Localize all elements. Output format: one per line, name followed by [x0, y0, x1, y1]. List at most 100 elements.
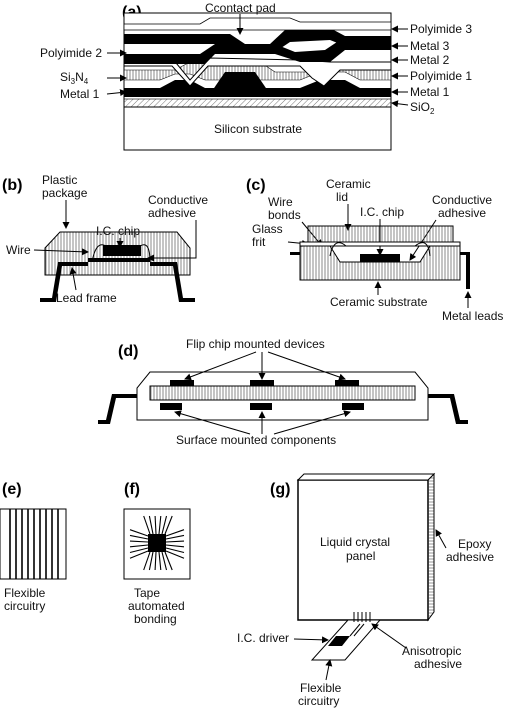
- arrow-metal1-left: [106, 89, 127, 97]
- substrate-d: [149, 385, 416, 401]
- arrow-flip-3: [267, 351, 346, 381]
- label-metal-leads: Metal leads: [442, 309, 503, 323]
- panel-b-tag: (b): [2, 177, 22, 194]
- lcd-top-edge: [296, 473, 436, 481]
- via-metal: [210, 72, 270, 94]
- lead-d-left: [98, 394, 137, 424]
- label-polyimide2: Polyimide 2: [40, 46, 102, 60]
- label-polyimide3: Polyimide 3: [410, 22, 472, 36]
- label-ic-chip-b: I.C. chip: [96, 224, 140, 238]
- label-metal1-right: Metal 1: [410, 85, 450, 99]
- lead-frame-right: [150, 262, 195, 302]
- flex-traces: [9, 509, 59, 579]
- label-metal3: Metal 3: [410, 39, 450, 53]
- label-flex-2-e: circuitry: [4, 599, 45, 613]
- arrow-conductive-b: [147, 220, 197, 262]
- arrow-lead-frame: [69, 267, 77, 291]
- panel-e: (e) Flexible circuitry: [0, 481, 67, 613]
- label-lead-frame: Lead frame: [56, 291, 117, 305]
- ceramic-substrate: [299, 245, 461, 281]
- panel-g-tag: (g): [270, 481, 290, 498]
- label-flip-chip: Flip chip mounted devices: [186, 337, 325, 351]
- label-metal1-left: Metal 1: [60, 87, 100, 101]
- label-flex-2-g: circuitry: [298, 694, 339, 708]
- panel-e-tag: (e): [2, 481, 22, 498]
- label-contact-pad: Ccontact pad: [205, 1, 276, 15]
- arrow-ic-driver: [293, 636, 329, 644]
- label-plastic-2: package: [42, 186, 88, 200]
- panel-f-tag: (f): [124, 481, 140, 498]
- label-ceramic-substrate: Ceramic substrate: [330, 295, 428, 309]
- arrow-smd-1: [174, 410, 251, 435]
- die-paddle: [88, 258, 150, 262]
- flip-chip-3: [335, 380, 359, 386]
- label-polyimide1: Polyimide 1: [410, 69, 472, 83]
- label-lcd-2: panel: [346, 549, 375, 563]
- lead-frame-left: [40, 262, 88, 302]
- sio2-layer: [123, 98, 392, 108]
- flip-chip-2: [250, 380, 274, 386]
- label-lcd-1: Liquid crystal: [320, 535, 390, 549]
- bond-wire-left: [91, 244, 107, 263]
- label-metal2: Metal 2: [410, 53, 450, 67]
- label-tab-1: Tape: [134, 586, 160, 600]
- panel-d-tag: (d): [118, 343, 138, 360]
- label-conductive-1-c: Conductive: [432, 193, 492, 207]
- glass-frit: [299, 241, 461, 247]
- panel-f: (f) Tape automated bonding: [123, 481, 191, 626]
- label-aniso-1: Anisotropic: [402, 644, 461, 658]
- lead-d-right: [428, 394, 468, 424]
- label-epoxy-1: Epoxy: [458, 537, 491, 551]
- label-ic-driver: I.C. driver: [237, 631, 289, 645]
- arrow-epoxy: [435, 529, 447, 549]
- arrow-smd-3: [273, 410, 351, 435]
- label-wire-b: Wire: [6, 243, 31, 257]
- ic-chip-c: [360, 254, 400, 262]
- arrow-wire-b: [33, 248, 89, 256]
- label-tab-2: automated: [128, 599, 185, 613]
- epoxy-edge: [427, 472, 435, 622]
- polyimide1-layer: [123, 57, 392, 87]
- smd-3: [342, 403, 364, 410]
- label-glass-2: frit: [252, 235, 266, 249]
- arrow-flex-g: [325, 659, 333, 681]
- panel-c: (c) Ceramic lid Wire bonds I.C. chip Con…: [246, 177, 503, 323]
- label-plastic-1: Plastic: [42, 173, 77, 187]
- bond-wire-c-left: [329, 242, 347, 257]
- ic-chip-b: [103, 245, 141, 256]
- smd-2: [250, 403, 272, 410]
- metal3-layer: [124, 28, 391, 52]
- silicon-substrate: [123, 106, 392, 151]
- panel-g: (g) Liquid crystal panel Epoxy adhesive …: [237, 472, 494, 708]
- tab-leads: [129, 515, 185, 571]
- arrow-aniso: [371, 623, 407, 649]
- panel-c-tag: (c): [246, 177, 266, 194]
- label-surface-mounted: Surface mounted components: [176, 433, 336, 447]
- lcd-panel: [297, 479, 429, 621]
- label-ceramic-1: Ceramic: [326, 177, 371, 191]
- label-conductive-1-b: Conductive: [148, 193, 208, 207]
- flip-chip-1: [170, 380, 194, 386]
- arrow-flip-1: [184, 351, 257, 381]
- panel-d: (d) Flip chip mounted devices Surface mo…: [98, 337, 468, 447]
- smd-1: [160, 403, 182, 410]
- label-si3n4: Si3N4: [60, 70, 89, 86]
- arrow-sio2: [391, 100, 409, 108]
- label-flex-1-e: Flexible: [4, 586, 46, 600]
- ceramic-lid: [307, 225, 454, 243]
- label-sio2: SiO2: [410, 100, 435, 116]
- label-aniso-2: adhesive: [414, 657, 462, 671]
- tab-chip: [148, 534, 166, 552]
- bond-wire-c-right: [414, 242, 431, 257]
- flex-circuit: [0, 508, 67, 580]
- panel-b: (b) Plastic package I.C. chip Conductive…: [2, 173, 208, 305]
- label-silicon-substrate: Silicon substrate: [214, 122, 302, 136]
- polyimide3-layer: [123, 17, 392, 31]
- flex-traces-g: [349, 612, 371, 637]
- label-glass-1: Glass: [252, 222, 283, 236]
- label-wire-bonds-1: Wire: [268, 195, 293, 209]
- label-flex-1-g: Flexible: [300, 681, 342, 695]
- label-tab-3: bonding: [134, 612, 177, 626]
- label-epoxy-2: adhesive: [446, 550, 494, 564]
